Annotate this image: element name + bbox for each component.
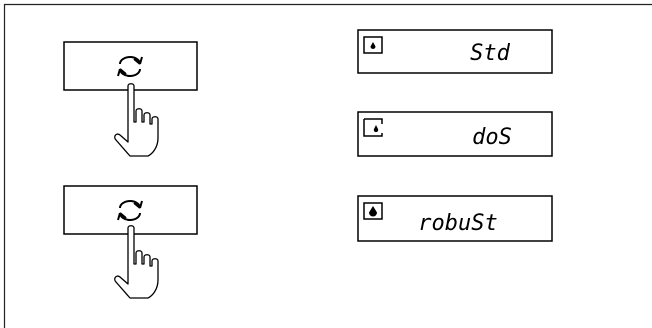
droplet-indicator-icon <box>363 36 383 54</box>
display-text: Std <box>470 41 510 66</box>
cycle-arrows-icon <box>117 56 143 77</box>
lcd-display-std: Std <box>357 29 553 74</box>
lcd-display-robust: robuSt <box>357 195 553 242</box>
pressing-hand-icon <box>114 83 159 157</box>
droplet-indicator-icon <box>363 202 383 220</box>
lcd-display-dos: doS <box>357 111 553 157</box>
cycle-button-1[interactable] <box>63 41 198 91</box>
pressing-hand-icon <box>114 225 159 299</box>
display-text: doS <box>472 125 512 150</box>
display-text: robuSt <box>418 211 497 236</box>
droplet-indicator-icon <box>363 118 383 137</box>
cycle-arrows-icon <box>117 200 143 221</box>
